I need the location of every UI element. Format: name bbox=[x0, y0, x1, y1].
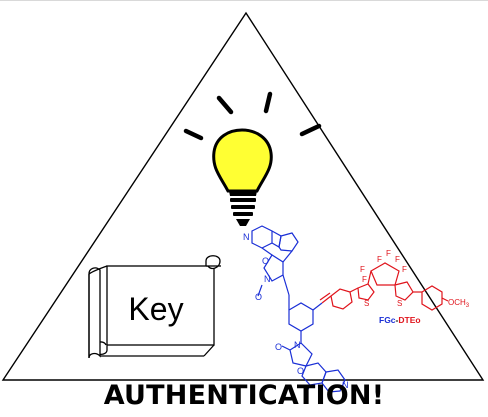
atom-n-upper: N bbox=[243, 232, 250, 242]
atom-n-bottom: N bbox=[342, 380, 349, 390]
atom-f-3: F bbox=[395, 255, 400, 264]
atom-f-5: F bbox=[402, 265, 407, 274]
atom-f-1: F bbox=[377, 255, 382, 264]
scroll-label: Key bbox=[128, 291, 183, 327]
lightbulb-icon bbox=[212, 128, 273, 226]
atom-n-mid: N bbox=[264, 274, 271, 284]
atom-f-2: F bbox=[386, 249, 391, 258]
substituent-och3: OCH3 bbox=[448, 298, 470, 309]
atom-o-1: O bbox=[255, 292, 262, 302]
atom-o-4: O bbox=[297, 366, 304, 376]
molecule-label-separator: - bbox=[396, 315, 399, 325]
atom-o-2: O bbox=[262, 256, 269, 266]
atom-f-6: F bbox=[362, 275, 367, 284]
molecule-blue-labels: N O O N O N O N bbox=[243, 232, 349, 390]
molecule-label-part2: DTEo bbox=[398, 315, 420, 325]
molecule-red-labels: F F F F F F S S OCH3 bbox=[360, 249, 470, 309]
molecule-blue-fragment bbox=[251, 225, 346, 395]
atom-f-4: F bbox=[360, 265, 365, 274]
molecule-label-part1: FGc bbox=[379, 315, 396, 325]
molecule-red-fragment bbox=[319, 262, 449, 311]
atom-s-2: S bbox=[397, 299, 402, 308]
scroll bbox=[88, 255, 221, 359]
caption: AUTHENTICATION! bbox=[103, 380, 385, 411]
atom-n-lower: N bbox=[294, 340, 301, 350]
atom-s-1: S bbox=[364, 299, 369, 308]
triangle-frame bbox=[1, 11, 485, 381]
light-rays bbox=[183, 91, 322, 141]
atom-o-3: O bbox=[275, 342, 282, 352]
molecule-label: FGc-DTEo bbox=[379, 315, 421, 325]
